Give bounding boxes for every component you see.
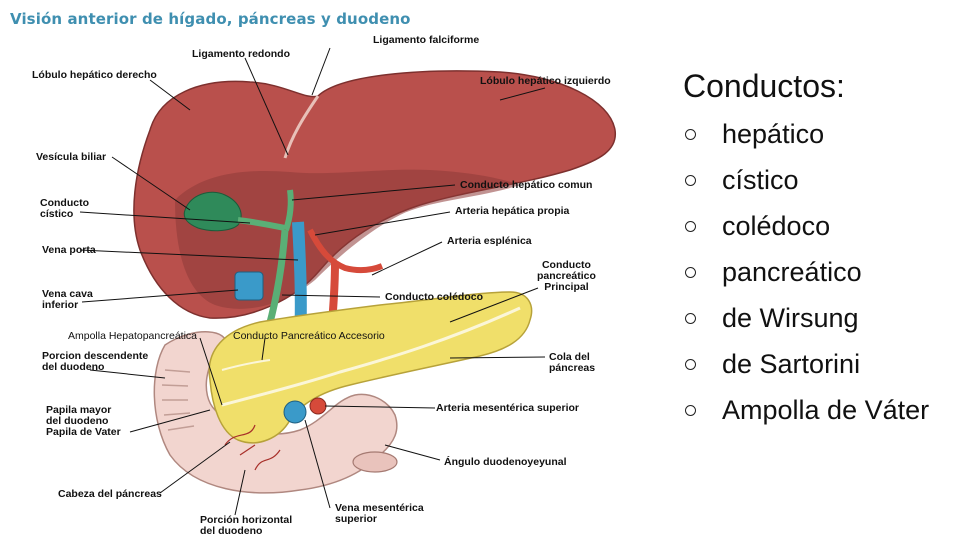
circle-bullet-icon bbox=[685, 128, 696, 140]
label-porcion-horizontal: Porción horizontal del duodeno bbox=[200, 514, 293, 537]
label-conducto-hepatico-comun: Conducto hepático comun bbox=[460, 179, 593, 191]
falciform-ligament bbox=[283, 95, 320, 159]
legend-item: de Wirsung bbox=[683, 295, 929, 341]
legend-item: pancreático bbox=[683, 249, 929, 295]
circle-bullet-icon bbox=[685, 220, 696, 232]
label-ligamento-falciforme: Ligamento falciforme bbox=[373, 34, 480, 46]
legend-item-label: pancreático bbox=[722, 257, 862, 287]
legend-item-label: cístico bbox=[722, 165, 799, 195]
hepatic-artery bbox=[307, 228, 384, 274]
legend-item-label: colédoco bbox=[722, 211, 831, 241]
legend-item-label: hepático bbox=[722, 119, 825, 149]
pancreaticoduodenal-vessels bbox=[224, 424, 281, 471]
label-conducto-pancreatico-accesorio: Conducto Pancreático Accesorio bbox=[233, 330, 385, 342]
label-vesicula-biliar: Vesícula biliar bbox=[36, 151, 107, 163]
anatomy-diagram bbox=[79, 47, 616, 516]
label-cabeza-pancreas: Cabeza del páncreas bbox=[58, 488, 162, 500]
figure-title: Visión anterior de hígado, páncreas y du… bbox=[10, 10, 411, 28]
label-lobulo-izquierdo: Lóbulo hepático izquierdo bbox=[480, 75, 611, 87]
label-ligamento-redondo: Ligamento redondo bbox=[192, 48, 290, 60]
superior-mesenteric-artery bbox=[309, 397, 327, 415]
superior-mesenteric-vein bbox=[283, 400, 307, 424]
legend-list: hepático cístico colédoco pancreático de… bbox=[683, 111, 929, 433]
circle-bullet-icon bbox=[685, 266, 696, 278]
inferior-vena-cava bbox=[234, 271, 264, 301]
label-lobulo-derecho: Lóbulo hepático derecho bbox=[32, 69, 157, 81]
label-cola-pancreas: Cola del páncreas bbox=[549, 351, 596, 374]
circle-bullet-icon bbox=[685, 404, 696, 416]
duodenojejunal-lumen bbox=[352, 451, 398, 473]
label-vena-mesenterica-superior: Vena mesentérica superior bbox=[335, 502, 424, 525]
legend-item: Ampolla de Váter bbox=[683, 387, 929, 433]
legend-item: hepático bbox=[683, 111, 929, 157]
cystic-duct bbox=[237, 217, 286, 231]
label-conducto-coledoco: Conducto colédoco bbox=[385, 291, 483, 303]
accessory-pancreatic-duct bbox=[221, 359, 271, 371]
label-arteria-mesenterica-superior: Arteria mesentérica superior bbox=[436, 402, 579, 414]
circle-bullet-icon bbox=[685, 174, 696, 186]
label-angulo-duodenoyeyunal: Ángulo duodenoyeyunal bbox=[444, 456, 567, 468]
legend-item: de Sartorini bbox=[683, 341, 929, 387]
ducts-legend: Conductos: hepático cístico colédoco pan… bbox=[683, 68, 929, 433]
label-arteria-hepatica-propia: Arteria hepática propia bbox=[455, 205, 570, 217]
label-conducto-cistico: Conducto cístico bbox=[40, 197, 89, 220]
legend-item-label: de Sartorini bbox=[722, 349, 861, 379]
label-vena-porta: Vena porta bbox=[42, 244, 96, 256]
label-porcion-descendente: Porcion descendente del duodeno bbox=[42, 350, 149, 373]
label-conducto-pancreatico-principal: Conducto pancreático Principal bbox=[537, 259, 596, 293]
legend-item-label: Ampolla de Váter bbox=[722, 395, 930, 425]
circle-bullet-icon bbox=[685, 312, 696, 324]
main-pancreatic-duct bbox=[221, 306, 521, 407]
circle-bullet-icon bbox=[685, 358, 696, 370]
label-papila-mayor: Papila mayor del duodeno Papila de Vater bbox=[46, 404, 121, 438]
label-vena-cava-inferior: Vena cava inferior bbox=[42, 288, 93, 311]
label-arteria-esplenica: Arteria esplénica bbox=[447, 235, 532, 247]
duodenal-folds bbox=[161, 369, 195, 431]
common-hepatic-duct bbox=[283, 189, 294, 231]
leader-lines bbox=[79, 47, 546, 516]
label-ampolla-hepatopancreatica: Ampolla Hepatopancreática bbox=[68, 330, 197, 342]
legend-title: Conductos: bbox=[683, 68, 845, 104]
anatomy-figure: Visión anterior de hígado, páncreas y du… bbox=[10, 10, 616, 537]
legend-item-label: de Wirsung bbox=[722, 303, 859, 333]
legend-item: cístico bbox=[683, 157, 929, 203]
legend-item: colédoco bbox=[683, 203, 929, 249]
